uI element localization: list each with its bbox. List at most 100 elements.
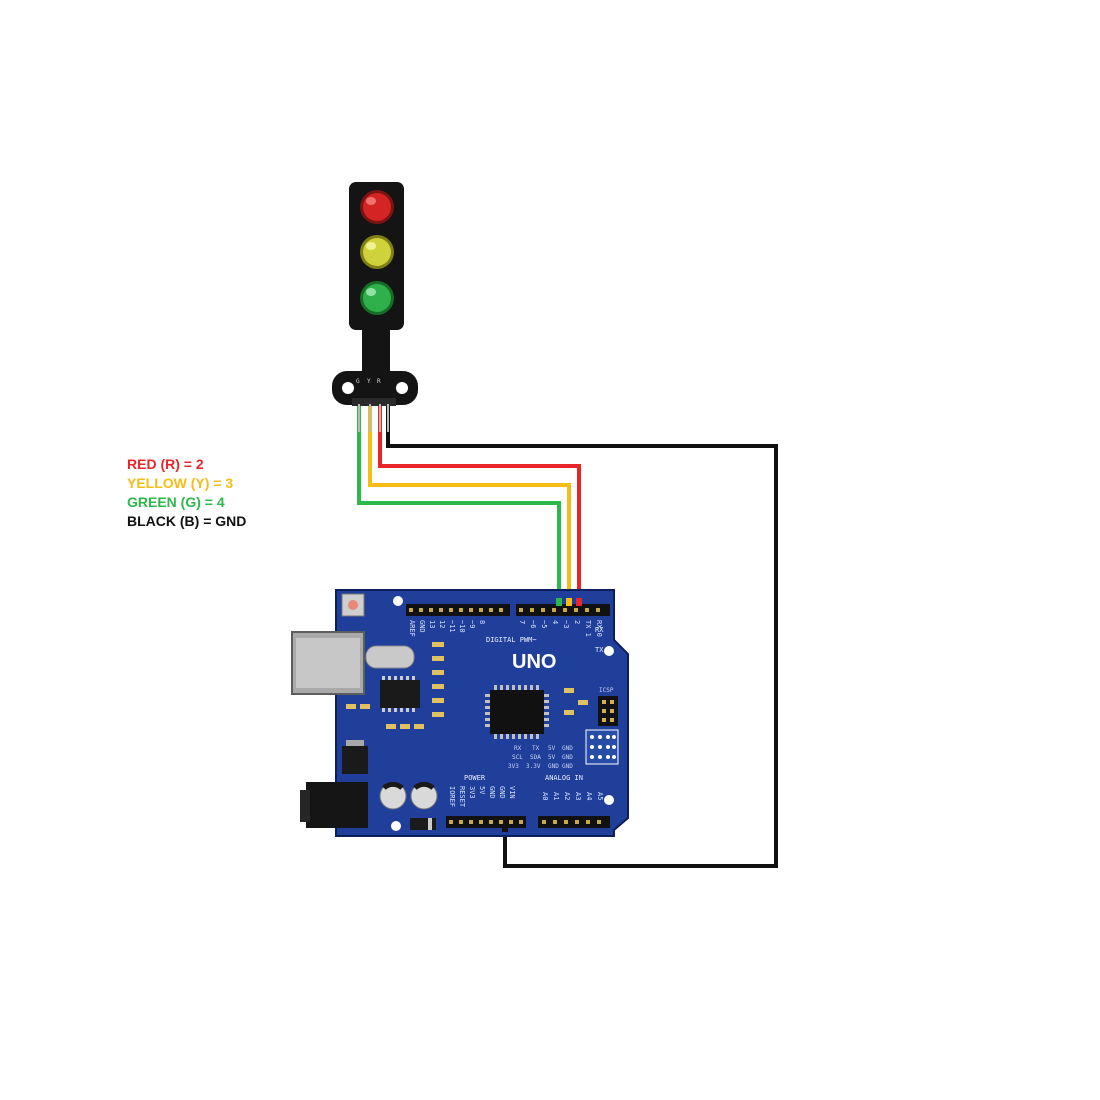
header-pin-hole <box>469 820 473 824</box>
digital-pin-label: 12 <box>438 620 446 628</box>
pin-legend: RED (R) = 2 YELLOW (Y) = 3 GREEN (G) = 4… <box>127 455 246 531</box>
analog-header <box>538 816 610 828</box>
mounting-hole <box>396 382 408 394</box>
dc-power-jack-lip <box>300 790 310 822</box>
header-label: 3.3V <box>526 763 541 770</box>
header-pin-hole <box>585 608 589 612</box>
analog-pin-label: A2 <box>563 792 571 800</box>
power-pin-label: 3V3 <box>468 786 476 799</box>
digital-pin-label: 2 <box>573 620 581 624</box>
analog-pin-label: A0 <box>541 792 549 800</box>
digital-pin-label: 4 <box>551 620 559 624</box>
header-label: GND <box>548 763 559 770</box>
diode-band <box>428 818 432 830</box>
pcb-mounting-hole <box>393 596 403 606</box>
header-pin-hole <box>449 608 453 612</box>
digital-pin-label: ~11 <box>448 620 456 633</box>
icsp-pins <box>602 700 614 722</box>
header-pin-hole <box>449 820 453 824</box>
wire-terminals <box>502 598 582 832</box>
green-wire-terminal <box>556 598 562 606</box>
digital-pin-label: ~3 <box>562 620 570 628</box>
yellow-wire <box>368 405 571 602</box>
legend-green: GREEN (G) = 4 <box>127 494 225 510</box>
pcb-mounting-hole <box>604 795 614 805</box>
header-pin-hole <box>552 608 556 612</box>
digital-pin-label: ~6 <box>529 620 537 628</box>
icsp-label: ICSP <box>599 687 614 694</box>
red-wire <box>378 405 581 602</box>
legend-red: RED (R) = 2 <box>127 456 204 472</box>
green-led-lens <box>363 284 391 312</box>
dc-power-jack <box>306 782 368 828</box>
header-label: GND <box>562 754 573 761</box>
power-pin-label: RESET <box>458 786 466 808</box>
header-pin-hole <box>479 608 483 612</box>
power-pin-label: IOREF <box>448 786 456 807</box>
digital-pin-label: ~9 <box>468 620 476 628</box>
analog-pin-label: A4 <box>585 792 593 800</box>
icsp-header <box>598 696 618 726</box>
reset-button-cap <box>348 600 358 610</box>
power-label: POWER <box>464 774 486 782</box>
header-pin-hole <box>586 820 590 824</box>
header-pin-hole <box>574 608 578 612</box>
red-led-glare <box>366 197 376 205</box>
header-pin-holes <box>409 608 601 824</box>
header-labels: RX TX 5V GND SCL SDA 5V GND 3V3 3.3V GND… <box>508 745 573 770</box>
power-pin-label: VIN <box>508 786 516 799</box>
digital-pin-label: 13 <box>428 620 436 628</box>
analog-pin-label: A1 <box>552 792 560 800</box>
digital-pin-label: GND <box>418 620 426 633</box>
atmega-mcu-pins <box>485 685 549 739</box>
module-pin-label-g: G <box>356 378 360 385</box>
voltage-regulator <box>342 746 368 774</box>
breakout-holes <box>590 735 616 759</box>
module-pin-label-r: R <box>377 378 381 385</box>
pcb-mounting-hole <box>604 646 614 656</box>
header-label: SDA <box>530 754 541 761</box>
module-pin-header <box>352 398 396 406</box>
header-pin-hole <box>499 820 503 824</box>
power-header <box>446 816 526 828</box>
yellow-wire-terminal <box>566 598 572 606</box>
brand-label: UNO <box>512 651 556 673</box>
digital-pin-label: RX 0 <box>595 620 603 637</box>
legend-yellow: YELLOW (Y) = 3 <box>127 475 234 491</box>
header-pin-hole <box>459 820 463 824</box>
capacitor-band <box>382 781 404 790</box>
digital-pin-label: ~5 <box>540 620 548 628</box>
capacitor-band <box>413 781 435 790</box>
digital-pin-label: ~10 <box>458 620 466 633</box>
analog-in-label: ANALOG IN <box>545 774 583 782</box>
mounting-hole <box>342 382 354 394</box>
black-wire <box>386 405 778 868</box>
yellow-led-lens <box>363 238 391 266</box>
digital-pwm-label: DIGITAL PWM~ <box>486 636 537 644</box>
header-pin-hole <box>479 820 483 824</box>
pcb-mounting-hole <box>391 821 401 831</box>
header-pin-hole <box>541 608 545 612</box>
usb-b-port-face <box>296 638 360 688</box>
header-pin-hole <box>530 608 534 612</box>
power-pin-label: GND <box>498 786 506 799</box>
legend-black: BLACK (B) = GND <box>127 513 247 529</box>
header-pin-hole <box>597 820 601 824</box>
digital-pin-label: 7 <box>518 620 526 624</box>
digital-pin-label: AREF <box>408 620 416 637</box>
wires <box>357 405 778 868</box>
header-label: TX <box>532 745 540 752</box>
header-pin-hole <box>519 820 523 824</box>
analog-pin-label: A3 <box>574 792 582 800</box>
header-pin-hole <box>489 608 493 612</box>
tx-label: TX <box>595 646 604 654</box>
usb-serial-chip-pins <box>382 676 415 712</box>
green-wire <box>357 405 561 602</box>
header-pin-hole <box>509 820 513 824</box>
header-label: 5V <box>548 745 556 752</box>
header-pin-hole <box>489 820 493 824</box>
header-pin-hole <box>499 608 503 612</box>
atmega-mcu <box>490 690 544 734</box>
